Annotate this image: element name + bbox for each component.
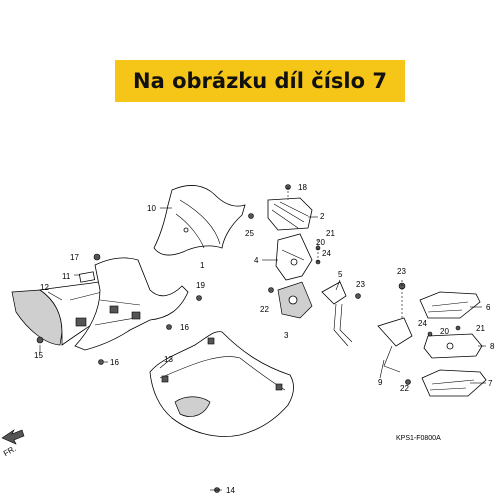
callout-label: 23 [356, 280, 365, 289]
part-bracket-8 [423, 333, 483, 359]
callout-label: 14 [226, 486, 235, 495]
callout-label: 16 [110, 358, 119, 367]
callout-label: 21 [326, 229, 335, 238]
callout-label: 20 [316, 238, 325, 247]
callout-label: 16 [180, 323, 189, 332]
part-inner-cover [153, 185, 246, 256]
part-floor-cover [149, 331, 294, 437]
callout-label: 21 [476, 324, 485, 333]
callout-label: 24 [418, 319, 427, 328]
callout-label: 1 [200, 261, 205, 270]
part-hinge-plate-3 [277, 281, 313, 319]
part-bracket-4 [275, 233, 313, 281]
part-floor-frame [74, 257, 189, 351]
diagram-code: KPS1-F0800A [396, 435, 441, 442]
front-direction-label: FR. [2, 444, 18, 458]
callout-label: 25 [245, 229, 254, 238]
callout-label: 9 [378, 378, 383, 387]
callout-label: 5 [338, 270, 343, 279]
part-number-banner: Na obrázku díl číslo 7 [115, 60, 405, 102]
callout-label: 10 [147, 204, 156, 213]
callout-label: 18 [298, 183, 307, 192]
callout-label: 13 [164, 355, 173, 364]
callout-label: 22 [260, 305, 269, 314]
callout-label: 24 [322, 249, 331, 258]
callout-label: 20 [440, 327, 449, 336]
callout-label: 12 [40, 283, 49, 292]
callout-label: 19 [196, 281, 205, 290]
callout-label: 6 [486, 303, 491, 312]
part-step-panel-2 [267, 197, 313, 231]
part-clip-11 [78, 271, 96, 283]
part-arm-9 [377, 317, 413, 373]
callout-label: 17 [70, 253, 79, 262]
callout-label: 4 [254, 256, 259, 265]
callout-label: 3 [284, 331, 289, 340]
part-step-pad-7 [421, 369, 487, 397]
part-step-arm-5 [321, 281, 353, 347]
callout-label: 11 [62, 272, 71, 281]
part-step-pad-6 [419, 291, 481, 319]
callout-label: 8 [490, 342, 495, 351]
front-direction-arrow [1, 429, 25, 445]
callout-label: 23 [397, 267, 406, 276]
callout-label: 22 [400, 384, 409, 393]
hardware-bolts [36, 184, 461, 493]
callout-label: 7 [488, 379, 493, 388]
callout-label: 2 [320, 212, 325, 221]
leader-lines [39, 187, 486, 491]
callout-labels: 2 3 4 5 6 7 8 9 10 11 12 13 14 15 16 16 … [34, 183, 495, 495]
callout-label: 15 [34, 351, 43, 360]
banner-text: Na obrázku díl číslo 7 [133, 69, 387, 93]
